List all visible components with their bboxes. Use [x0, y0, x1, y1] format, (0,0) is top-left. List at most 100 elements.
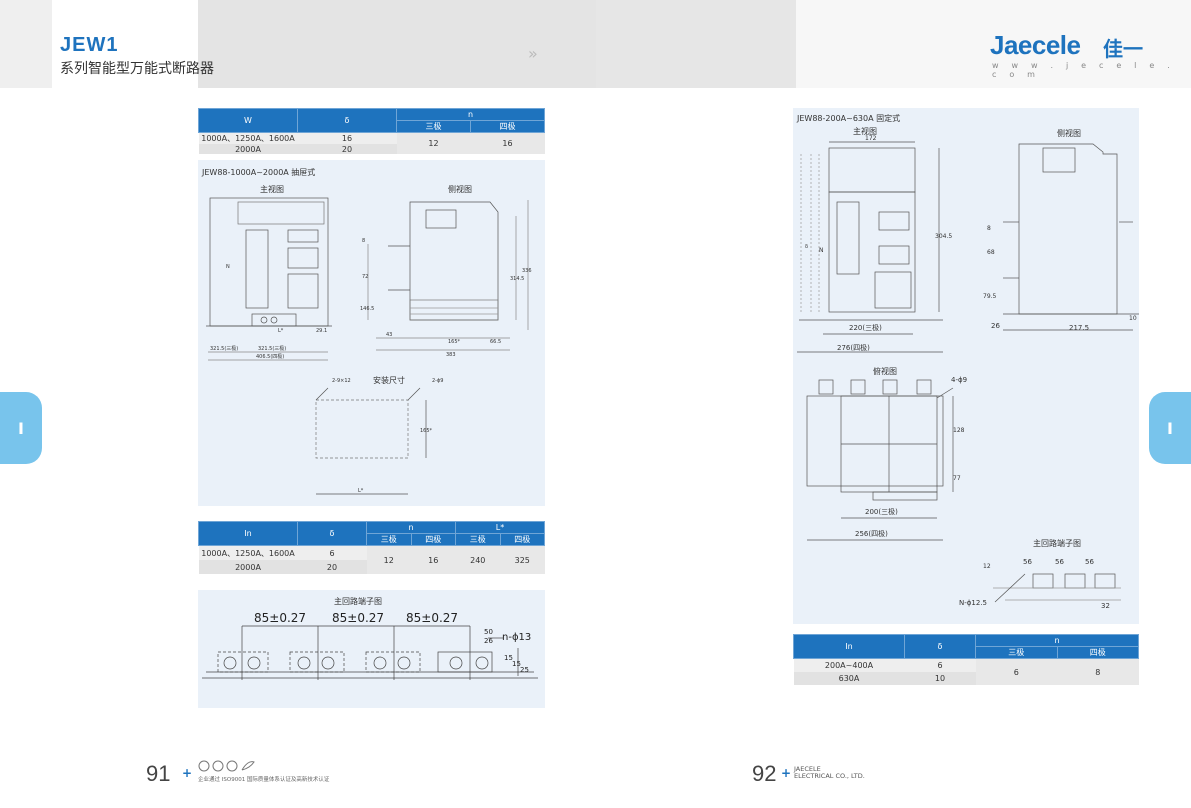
terminal-title: 主回路端子图 [334, 597, 382, 606]
left-header-band [0, 0, 596, 88]
pitch-2: 85±0.27 [332, 611, 384, 625]
d-336: 336 [522, 268, 532, 274]
side-tab-right: I [1149, 392, 1191, 464]
side-tab-left: I [0, 392, 42, 464]
certification-text: 企业通过 ISO9001 国际质量体系认证及高新技术认证 [198, 777, 330, 783]
hole-n-phi13: n-ϕ13 [502, 632, 531, 643]
col-n: n [396, 108, 545, 121]
d-L: L* [278, 328, 284, 334]
t-56b: 56 [1055, 558, 1064, 566]
d-3045: 304.5 [935, 233, 952, 240]
d-8-side: 8 [987, 225, 991, 232]
table-fixed-in-delta-n: In δ n 三极 四极 200A~400A 6 6 8 630A 10 [793, 634, 1139, 685]
terminal-panel-drawer: 主回路端子图 85±0.27 85±0.27 85±0.27 n-ϕ13 50 … [198, 590, 545, 708]
hole-4phi9: 4-ϕ9 [951, 376, 967, 384]
d-276: 276(四极) [837, 343, 870, 352]
chevron-right-icon: » [528, 44, 538, 63]
col-n4: 四极 [1056, 646, 1139, 659]
drawer-drawings: 321.5(三极) 321.5(三极) 406.5(四极) L* 29.1 N … [206, 197, 532, 495]
col-n3: 三极 [366, 533, 412, 546]
top-view-fixed [806, 379, 954, 541]
right-header-band [596, 0, 1191, 88]
hole-2x12: 2-9×12 [332, 378, 351, 384]
d-3215-label: 321.5(三极) [258, 345, 286, 352]
product-subtitle: 系列智能型万能式断路器 [60, 61, 214, 77]
d-383: 383 [446, 352, 456, 358]
terminal-title-right: 主回路端子图 [1033, 539, 1081, 548]
panel-title: JEW88-200A~630A 固定式 [797, 114, 901, 123]
table-row: 2000A 20 [198, 560, 545, 574]
d-26: 26 [484, 637, 493, 645]
table-row: 1000A、1250A、1600A 16 12 16 [198, 132, 545, 154]
d-8: 8 [362, 238, 365, 244]
col-n3: 三极 [396, 120, 471, 133]
d-15: 15 [504, 654, 513, 662]
d-50: 50 [484, 628, 493, 636]
side-view-drawing [367, 200, 529, 351]
col-n3: 三极 [975, 646, 1058, 659]
table-row: 630A 10 [793, 672, 1139, 685]
brand-logo: Jaecele [990, 30, 1081, 60]
d-77: 77 [953, 475, 961, 482]
page-number-left: 91 [146, 761, 171, 786]
d-72: 72 [362, 274, 368, 280]
d-256: 256(四极) [855, 529, 888, 538]
d-10: 10 [1129, 315, 1137, 322]
col-l3: 三极 [455, 533, 501, 546]
d-665: 66.5 [490, 339, 501, 345]
d-165s: 165* [448, 339, 461, 345]
d-delta: δ [805, 244, 808, 250]
terminal-fixed [993, 573, 1121, 603]
front-view-drawing [206, 197, 332, 361]
fixed-drawings: 172 304.5 220(三极) 276(四极) N δ 8 68 79.5 … [797, 135, 1139, 610]
panel-title: JEW88-1000A~2000A 抽屉式 [202, 168, 316, 177]
col-n4: 四极 [470, 120, 545, 133]
table-row: 2000A 20 [198, 144, 545, 154]
d-68: 68 [987, 249, 995, 256]
col-delta: δ [297, 108, 397, 133]
col-n: n [366, 521, 456, 534]
col-n: n [975, 634, 1139, 647]
d-220: 220(三极) [849, 323, 882, 332]
col-l: L* [455, 521, 545, 534]
side-view-label: 侧视图 [448, 185, 472, 194]
website: w w w . j e c e l e . c o m [992, 61, 1175, 79]
col-w: W [198, 108, 298, 133]
d-25: 25 [520, 666, 529, 674]
d-N: N [819, 247, 824, 254]
series-title: JEW1 [60, 34, 119, 56]
d-3215: 321.5(三极) [210, 345, 238, 352]
d-43: 43 [386, 332, 392, 338]
drawing-panel-drawer-type: JEW88-1000A~2000A 抽屉式 主视图 侧视图 安装尺寸 321.5… [198, 160, 545, 506]
front-view-label: 主视图 [260, 185, 284, 194]
col-in: In [793, 634, 905, 659]
d-200: 200(三极) [865, 507, 898, 516]
d-172: 172 [865, 135, 877, 142]
front-view-label: 主视图 [853, 127, 877, 136]
mount-size-label: 安装尺寸 [373, 376, 405, 385]
table-row: 1000A、1250A、1600A 6 12 16 240 325 [198, 545, 545, 574]
brand-logo-cn: 佳一 [1103, 37, 1143, 61]
col-delta: δ [904, 634, 976, 659]
col-in: In [198, 521, 298, 546]
pitch-3: 85±0.27 [406, 611, 458, 625]
hole-n-phi125: N-ϕ12.5 [959, 599, 987, 607]
d-N: N [226, 264, 230, 270]
d-12: 12 [983, 563, 991, 570]
d-4065-label: 406.5(四极) [256, 353, 284, 360]
d-32: 32 [1101, 602, 1110, 610]
t-56c: 56 [1085, 558, 1094, 566]
d-1465: 146.5 [360, 306, 374, 312]
side-view-label: 侧视图 [1057, 129, 1081, 138]
pitch-1: 85±0.27 [254, 611, 306, 625]
top-view-label: 俯视图 [873, 367, 897, 376]
plus-icon: + [781, 766, 792, 780]
side-view-fixed [1003, 143, 1139, 331]
d-795: 79.5 [983, 293, 997, 300]
page-number-right: 92 [752, 761, 777, 786]
col-delta: δ [297, 521, 367, 546]
company-name: JAECELE ELECTRICAL CO., LTD. [794, 765, 865, 780]
mount-drawing [315, 387, 427, 495]
t-56a: 56 [1023, 558, 1032, 566]
d-26: 26 [991, 322, 1000, 330]
